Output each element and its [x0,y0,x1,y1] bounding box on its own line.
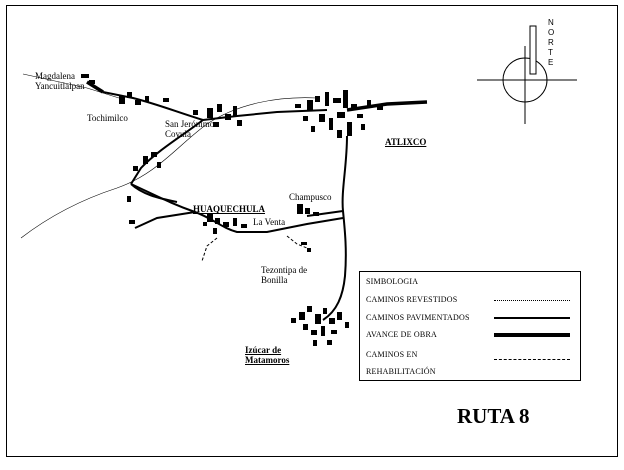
compass-letter-o: O [548,28,555,37]
sanjeronimo-blocks [193,104,242,127]
legend-title: SIMBOLOGIA [366,277,419,286]
legend-label-pavimentados: CAMINOS PAVIMENTADOS [366,313,470,322]
legend-line-dashed [494,359,570,360]
road-atlixco-east [346,100,428,112]
road-tezontipa [286,235,308,249]
tochimilco-blocks [119,92,169,105]
tezontipa-blocks [301,242,311,252]
label-tezontipa: Tezontipa de Bonilla [261,265,308,285]
compass-letter-e: E [548,58,554,67]
legend-line-thick [494,333,570,337]
compass-letter-n: N [548,18,554,27]
road-huaquechula [130,183,344,233]
thick-roads [86,80,428,112]
label-san-jeronimo: San Jerónimo Coyula [165,119,215,139]
north-arrow [529,25,537,75]
west-village-blocks [127,152,161,224]
road-atlixco-izucar [322,135,348,321]
label-la-venta: La Venta [253,217,286,227]
road-huaquechula-branch [134,211,196,229]
legend-line-dotted [494,300,570,301]
label-atlixco: ATLIXCO [385,137,427,147]
label-magdalena: Magdalena Yancuitlalpan [35,71,85,91]
rehab-roads [201,235,308,262]
magdalena-blocks [81,74,95,84]
huaquechula-blocks [203,214,247,234]
road-sanjeronimo-south [130,119,204,185]
boundary-line-west [22,73,120,99]
boundary-line [20,97,318,239]
road-huaquechula-south [201,237,218,262]
route-title: RUTA 8 [457,404,530,428]
label-huaquechula: HUAQUECHULA [193,204,266,214]
label-tochimilco: Tochimilco [87,113,128,123]
legend-line-solid [494,317,570,319]
champusco-blocks [297,204,319,216]
legend-label-revestidos: CAMINOS REVESTIDOS [366,295,458,304]
legend-label-rehabilitacion: CAMINOS EN REHABILITACIÓN [366,350,436,376]
road-atlixco-sanjeronimo [202,109,328,121]
label-champusco: Champusco [289,192,332,202]
road-sanjeronimo-tochimilco [102,91,204,121]
compass [477,25,577,124]
town-blocks [81,74,383,346]
road-champusco [306,210,344,217]
paved-roads [102,91,348,321]
legend-label-avance: AVANCE DE OBRA [366,330,437,339]
compass-letter-r: R [548,38,554,47]
compass-letter-t: T [548,48,553,57]
legend: SIMBOLOGIA CAMINOS REVESTIDOS CAMINOS PA… [359,271,581,381]
route-map [20,25,577,346]
road-huaquechula-branch2 [130,183,178,203]
izucar-blocks [291,306,349,346]
label-izucar: Izúcar de Matamoros [245,345,290,365]
atlixco-blocks [295,90,383,138]
map-frame: Magdalena Yancuitlalpan Tochimilco San J… [6,5,618,457]
